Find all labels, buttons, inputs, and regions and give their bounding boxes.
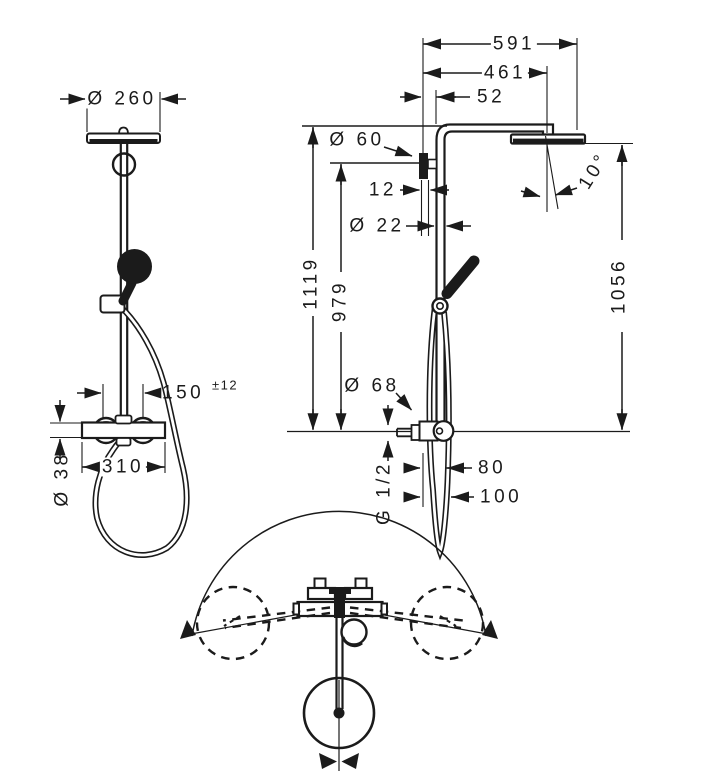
swiveled-head-right xyxy=(409,585,485,661)
dim-height-total: 1119 xyxy=(300,256,322,310)
head-joint-nub xyxy=(118,126,129,135)
dim-reach-head-center: 461 xyxy=(481,62,529,84)
shower-pipe-side xyxy=(435,123,555,423)
plan-view-drawing xyxy=(180,510,498,771)
dim-connection-thread: G 1/2 xyxy=(373,461,395,525)
front-view-drawing xyxy=(50,92,190,558)
swivel-arc xyxy=(191,510,487,637)
dim-reach-total: 591 xyxy=(490,33,538,55)
hand-shower-side xyxy=(441,255,480,299)
dim-supply-tolerance: ±12 xyxy=(212,377,239,393)
dim-wall-to-handle: 100 xyxy=(480,486,523,508)
hand-shower-handle-front xyxy=(118,278,137,306)
swivel-arm-dashed-right xyxy=(349,606,464,630)
dim-valve-width: 310 xyxy=(99,456,147,478)
swiveled-head-left xyxy=(195,585,271,661)
dim-supply-spacing: 150 xyxy=(162,382,205,404)
dim-head-to-valve: 1056 xyxy=(608,257,630,315)
thermostat-knob-side xyxy=(432,420,455,442)
dim-wall-to-pipe: 52 xyxy=(477,86,506,108)
swivel-arm-dashed-left xyxy=(222,606,331,630)
dim-wall-escutcheon: Ø 60 xyxy=(329,129,385,151)
hose-outlet xyxy=(115,437,132,447)
ball-joint-ring xyxy=(111,152,137,177)
dim-wall-to-hose: 80 xyxy=(478,457,507,479)
wall-bracket xyxy=(419,153,428,179)
dim-bracket-offset: 12 xyxy=(368,179,397,201)
shower-pipe-front xyxy=(119,143,129,423)
thermostat-body-front xyxy=(80,421,167,440)
side-view-drawing xyxy=(287,38,633,561)
dim-valve-escutcheon: Ø 68 xyxy=(344,375,400,397)
arc-arrow-right xyxy=(482,620,498,639)
arc-arrow-left xyxy=(180,620,196,639)
dim-valve-diameter: Ø 38 xyxy=(51,451,73,507)
dim-head-diameter: Ø 260 xyxy=(85,88,159,110)
dim-pipe-diameter: Ø 22 xyxy=(349,215,405,237)
hand-shower-head-front xyxy=(117,249,152,284)
dim-height-to-bracket: 979 xyxy=(329,279,351,323)
